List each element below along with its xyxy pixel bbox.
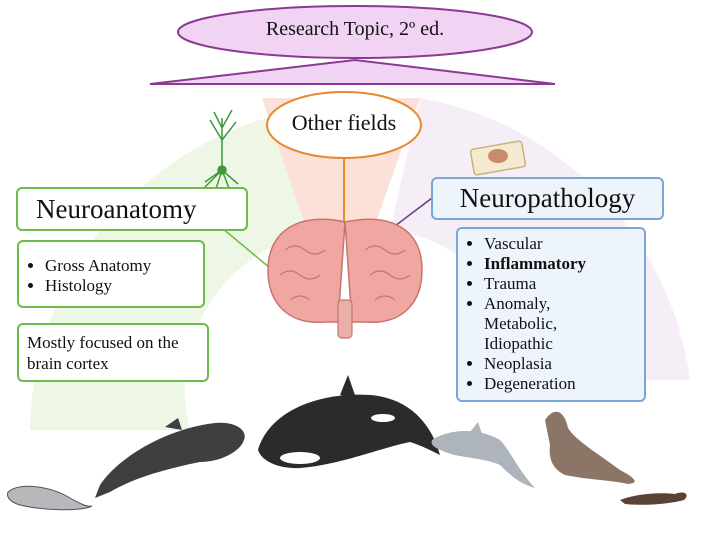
neuroanatomy-list-box: Gross Anatomy Histology [17, 240, 205, 308]
header-ellipse [177, 5, 533, 59]
list-item: Histology [45, 276, 203, 296]
sea-lion-icon [545, 411, 635, 484]
dolphin-icon [431, 422, 535, 488]
list-item: Anomaly, Metabolic, Idiopathic [484, 294, 594, 354]
neuropathology-connector [394, 197, 433, 227]
neuropathology-list: Vascular Inflammatory Trauma Anomaly, Me… [458, 234, 644, 394]
neuroanatomy-note: Mostly focused on the brain cortex [27, 333, 179, 373]
list-item: Gross Anatomy [45, 256, 203, 276]
other-fields-ellipse [266, 91, 422, 159]
list-item: Neoplasia [484, 354, 644, 374]
neuroanatomy-list: Gross Anatomy Histology [19, 256, 203, 296]
brain-icon [267, 218, 423, 339]
list-item: Vascular [484, 234, 644, 254]
histology-slide-icon [469, 140, 527, 176]
neuron-icon [199, 109, 239, 197]
header-title: Research Topic, 2º ed. [265, 18, 445, 40]
list-item: Trauma [484, 274, 644, 294]
neuroanatomy-note-box: Mostly focused on the brain cortex [17, 323, 209, 382]
header-triangle [149, 58, 556, 85]
neuropathology-title: Neuropathology [459, 183, 636, 213]
sea-otter-icon [620, 492, 687, 505]
other-fields-label: Other fields [291, 110, 397, 135]
neuroanatomy-connector [221, 227, 271, 269]
neuroanatomy-title-box: Neuroanatomy [16, 187, 248, 231]
list-item: Inflammatory [484, 254, 644, 274]
seal-icon [7, 485, 93, 511]
orca-icon [258, 375, 440, 469]
list-item: Degeneration [484, 374, 644, 394]
neuropathology-list-box: Vascular Inflammatory Trauma Anomaly, Me… [456, 227, 646, 402]
neuroanatomy-title: Neuroanatomy [36, 194, 197, 224]
neuropathology-title-box: Neuropathology [431, 177, 664, 220]
pilot-whale-icon [95, 418, 245, 498]
